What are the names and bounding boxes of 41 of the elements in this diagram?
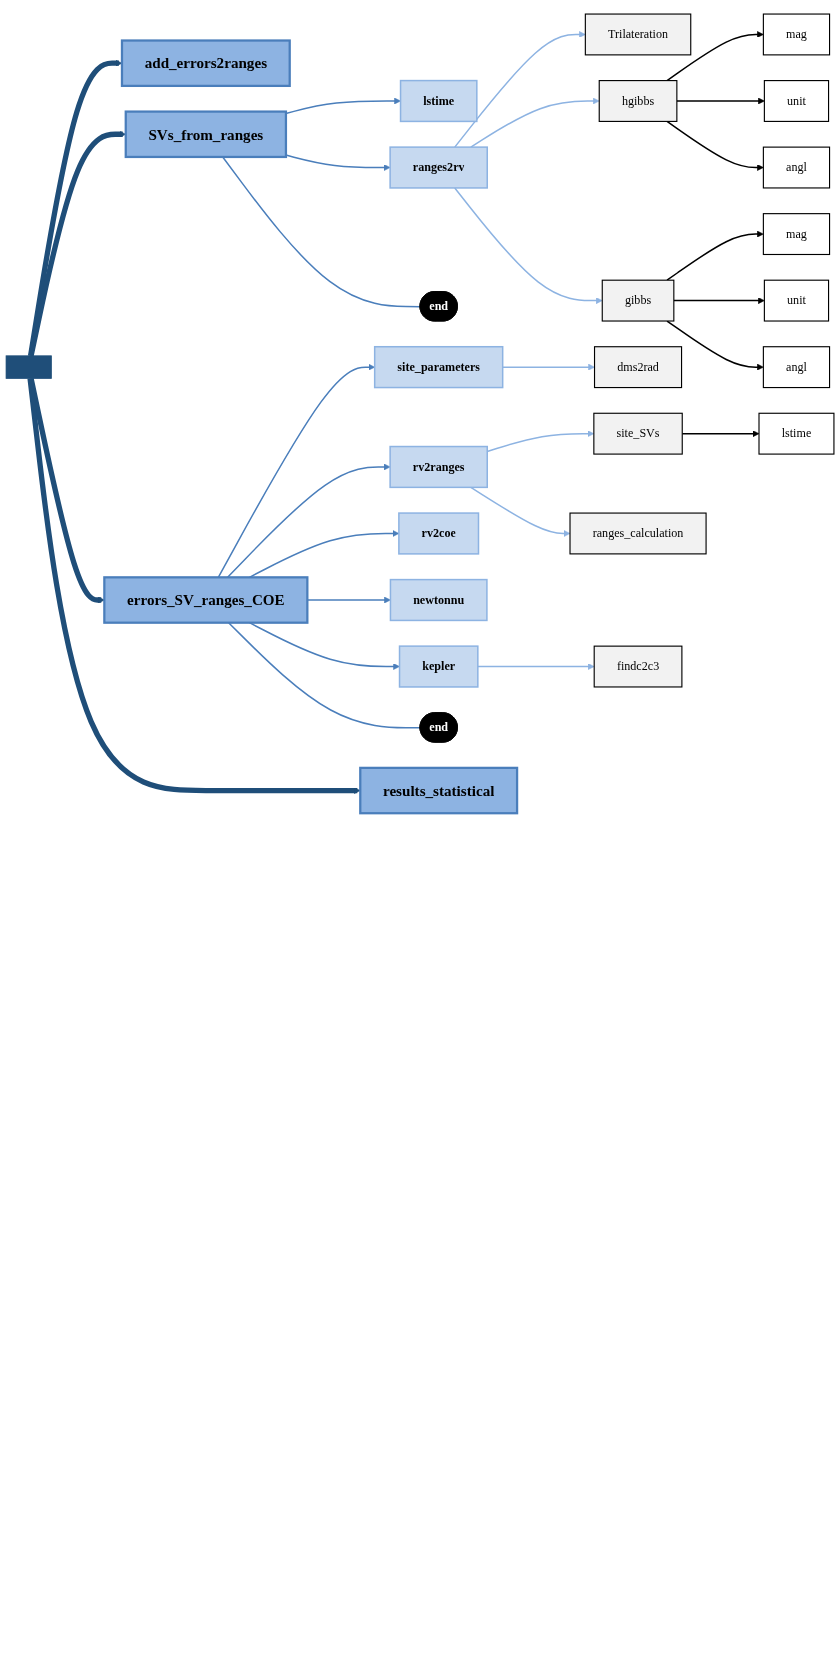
arrow [666, 230, 764, 281]
node-box: Trilateration [584, 13, 692, 56]
node-box: lstime [399, 79, 478, 123]
arrow [673, 297, 765, 304]
arrow [454, 187, 603, 304]
node-box: kepler [398, 645, 479, 688]
node-box: mag [762, 13, 831, 56]
arrow [285, 97, 401, 115]
node-box: dms2rad [593, 346, 683, 389]
node-box: mag [762, 213, 831, 256]
node-box: findc2c3 [593, 645, 683, 688]
arrow [666, 31, 764, 82]
arrow [470, 486, 571, 537]
node-box: ranges2rv [389, 146, 488, 189]
arrow [285, 154, 391, 171]
node-box: lstime [758, 412, 835, 455]
arrow [27, 378, 361, 794]
node-box: newtonnu [389, 578, 488, 622]
node-box: unit [763, 279, 830, 322]
node-box: hgibbs [598, 80, 678, 122]
node-box: add_errors2ranges [120, 39, 291, 87]
node-bar [5, 355, 52, 379]
node-box: rv2coe [398, 512, 480, 555]
arrow [28, 130, 127, 357]
node-box: angl [762, 346, 831, 389]
arrow [477, 663, 595, 670]
arrow [454, 31, 586, 148]
node-box: SVs_from_ranges [124, 110, 288, 159]
node-box: errors_SV_ranges_COE [103, 576, 309, 624]
node-box: results_statistical [359, 766, 519, 815]
arrow [666, 320, 764, 371]
node-box: site_SVs [593, 412, 683, 455]
node-box: ranges_calculation [569, 512, 707, 555]
node-box: angl [762, 146, 831, 189]
node-box: gibbs [601, 279, 675, 322]
arrow [666, 120, 764, 171]
node-box: rv2ranges [389, 445, 488, 489]
arrow [676, 97, 765, 105]
node-box: site_parameters [373, 345, 504, 389]
node-box: unit [763, 80, 830, 122]
arrow [470, 97, 600, 148]
